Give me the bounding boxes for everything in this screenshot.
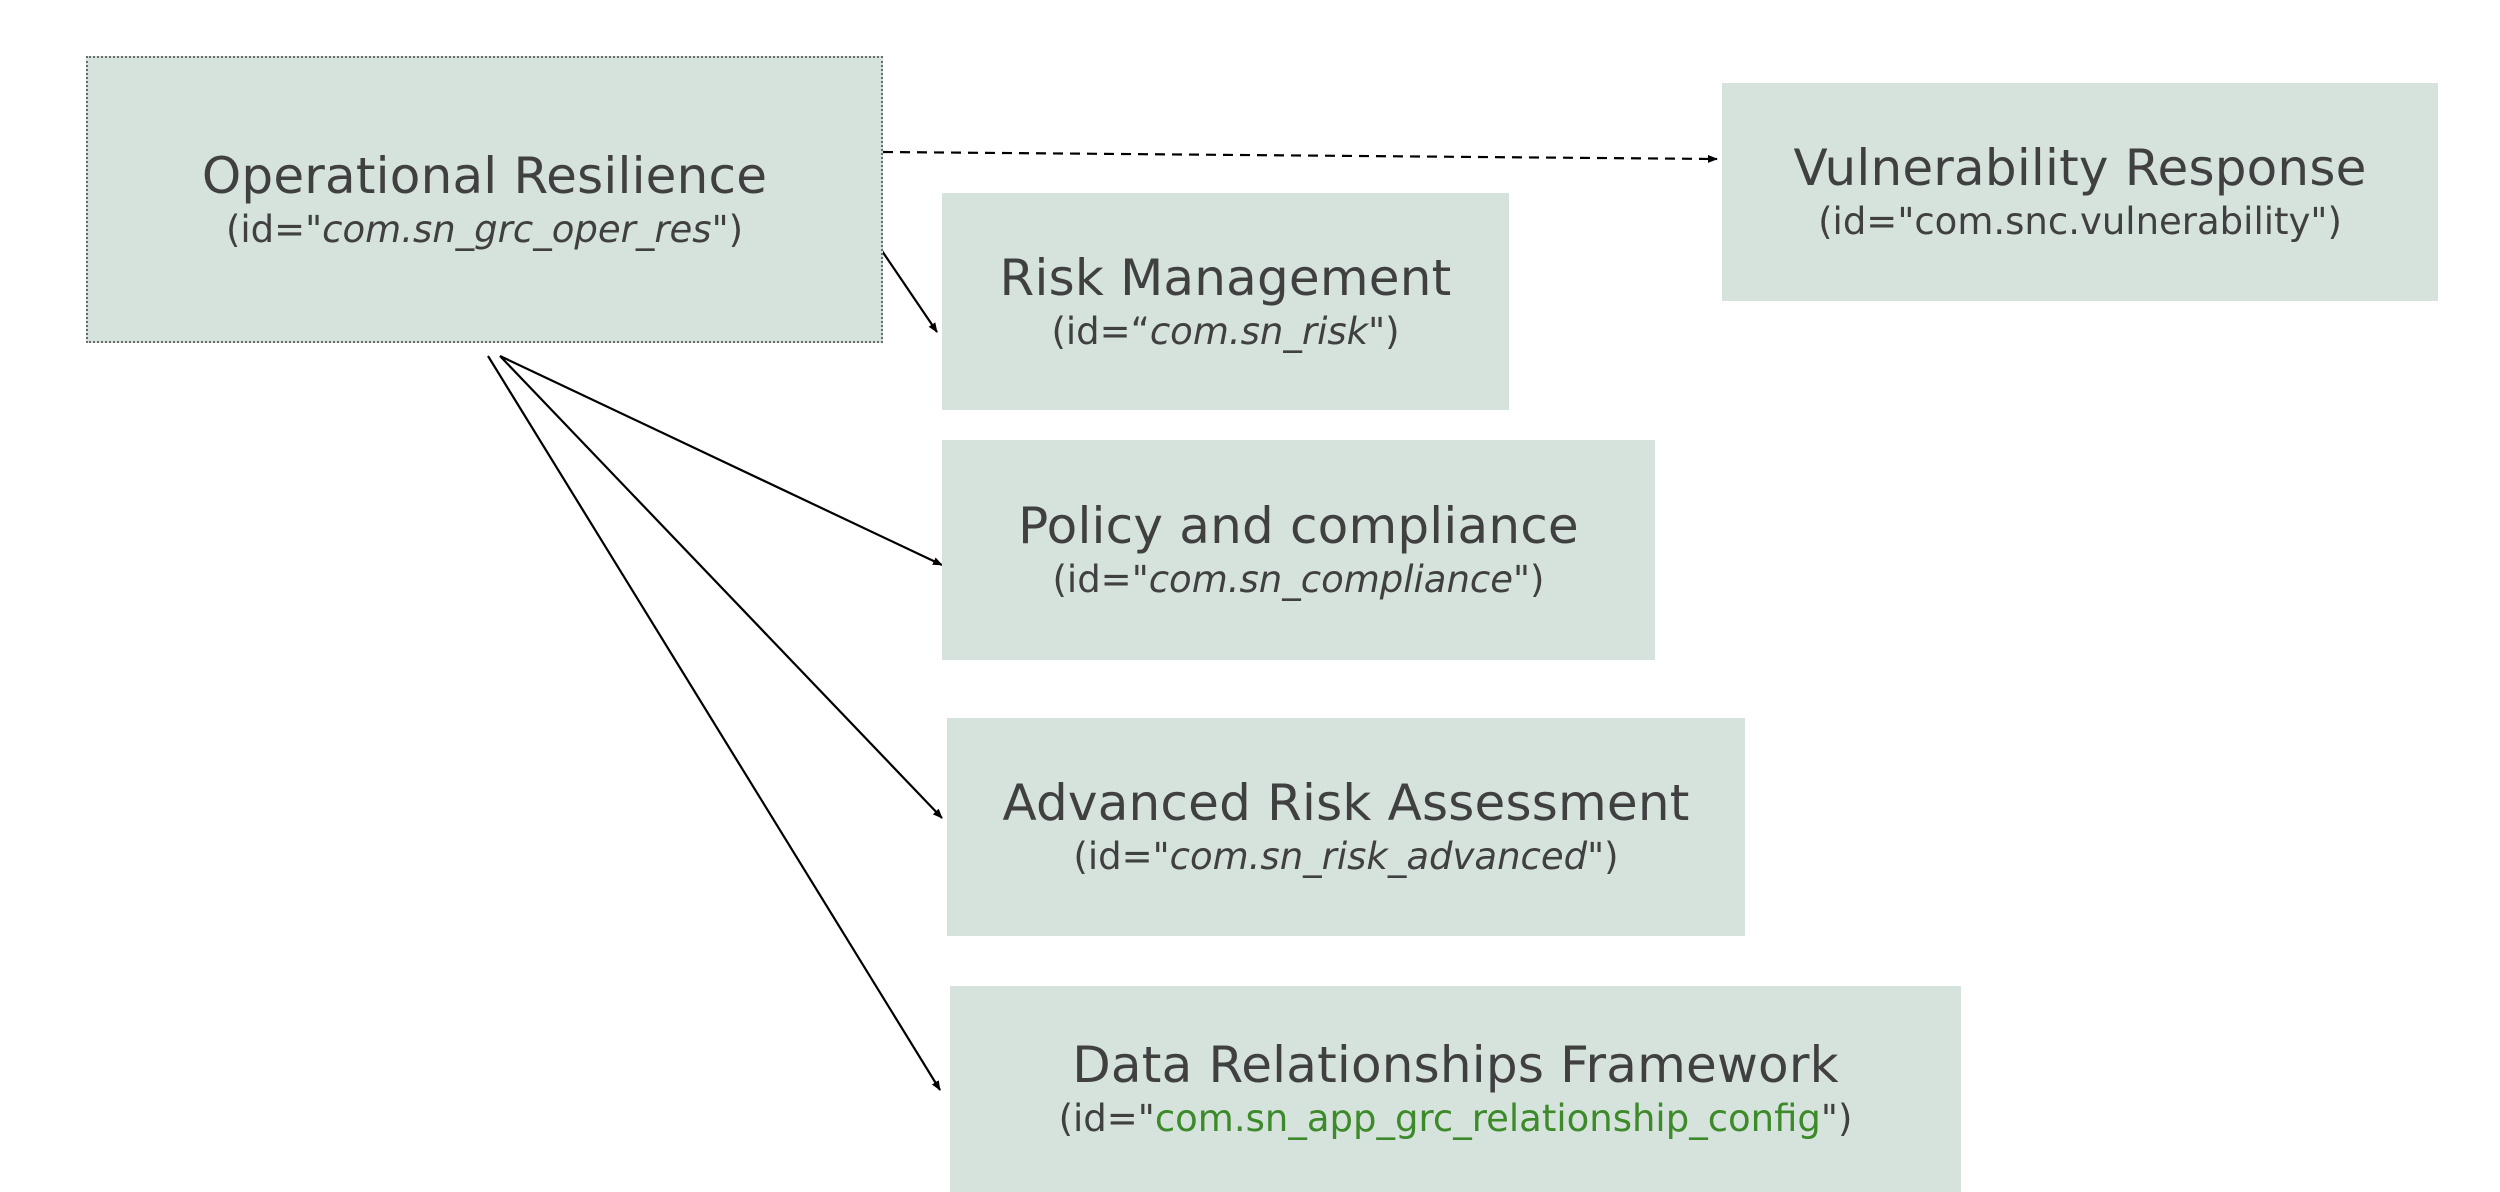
node-id-line: (id="com.sn_compliance"): [1052, 556, 1544, 604]
id-suffix: "): [711, 207, 744, 251]
node-title: Advanced Risk Assessment: [1002, 774, 1690, 832]
node-id-line: (id="com.snc.vulnerability"): [1818, 198, 2342, 246]
node-title: Operational Resilience: [201, 146, 768, 205]
id-prefix: (id=": [1073, 835, 1170, 878]
id-suffix: "): [1587, 835, 1619, 878]
edge-root-to-advanced: [499, 355, 943, 819]
edge-root-to-risk: [877, 244, 938, 333]
id-prefix: (id=“: [1051, 309, 1150, 353]
id-suffix: "): [1820, 1097, 1853, 1140]
id-prefix: (id=": [1818, 200, 1915, 243]
id-prefix: (id=": [1058, 1097, 1155, 1140]
id-suffix: "): [1513, 558, 1545, 601]
node-policy-and-compliance: Policy and compliance (id="com.sn_compli…: [942, 440, 1655, 660]
node-data-relationships-framework: Data Relationships Framework (id="com.sn…: [950, 986, 1961, 1192]
id-value: com.snc.vulnerability: [1914, 200, 2311, 243]
node-id-line: (id="com.sn_app_grc_relationship_config"…: [1059, 1095, 1853, 1143]
node-title: Data Relationships Framework: [1072, 1036, 1839, 1094]
edge-root-to-drf: [487, 355, 941, 1091]
id-prefix: (id=": [1052, 558, 1149, 601]
node-id-line: (id="com.sn_grc_oper_res"): [226, 206, 743, 254]
id-value: com.sn_grc_oper_res: [322, 207, 712, 251]
node-vulnerability-response: Vulnerability Response (id="com.snc.vuln…: [1722, 83, 2438, 301]
id-value: com.sn_compliance: [1148, 558, 1514, 601]
id-value: com.sn_app_grc_relationship_config: [1154, 1097, 1821, 1140]
node-risk-management: Risk Management (id=“com.sn_risk"): [942, 193, 1509, 410]
node-id-line: (id="com.sn_risk_advanced"): [1073, 833, 1618, 881]
node-title: Vulnerability Response: [1793, 139, 2367, 197]
node-operational-resilience: Operational Resilience (id="com.sn_grc_o…: [86, 56, 883, 343]
node-id-line: (id=“com.sn_risk"): [1051, 308, 1399, 356]
id-value: com.sn_risk: [1149, 309, 1369, 353]
id-suffix: "): [2310, 200, 2342, 243]
node-advanced-risk-assessment: Advanced Risk Assessment (id="com.sn_ris…: [947, 718, 1745, 936]
id-value: com.sn_risk_advanced: [1169, 835, 1588, 878]
edge-root-to-policy: [499, 355, 943, 566]
node-title: Risk Management: [999, 248, 1452, 307]
node-title: Policy and compliance: [1018, 497, 1579, 555]
id-prefix: (id=": [225, 207, 323, 251]
id-suffix: "): [1368, 309, 1400, 353]
edge-root-to-vulnerability: [882, 150, 1718, 163]
